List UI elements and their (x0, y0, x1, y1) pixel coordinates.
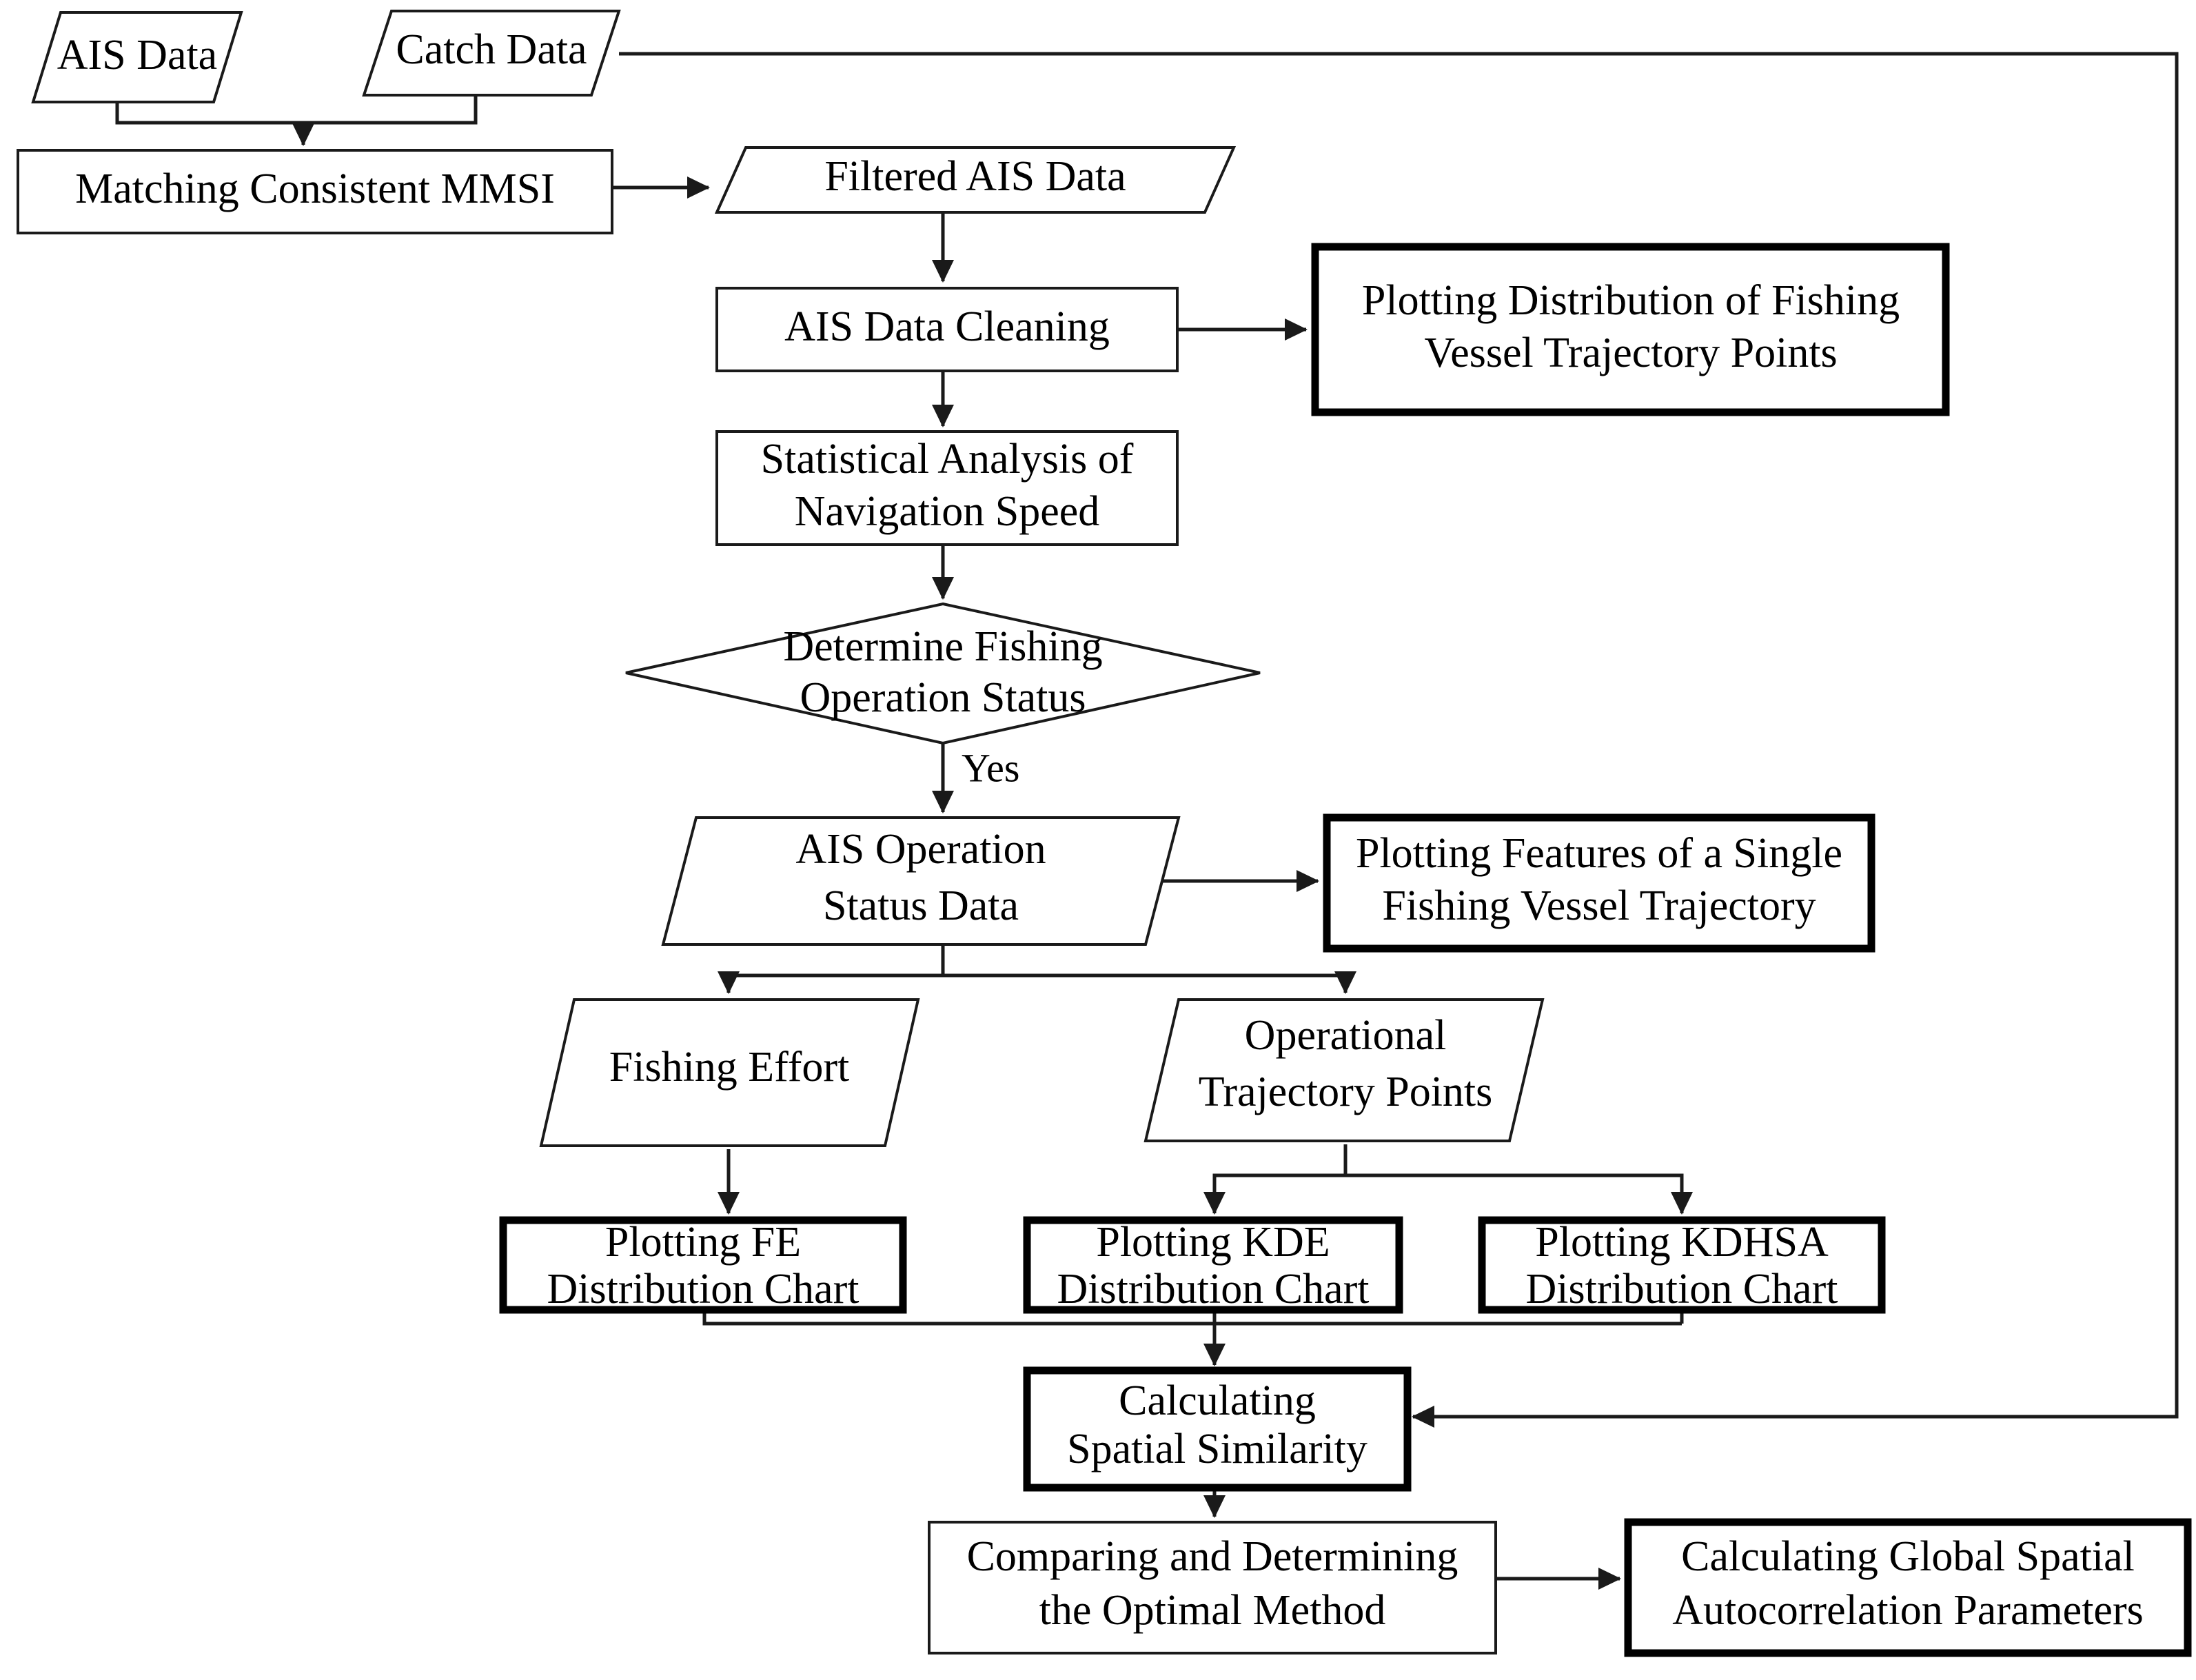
node-filtered-ais-data-label: Filtered AIS Data (824, 153, 1126, 200)
edge-ais-data-to-junction (115, 102, 303, 125)
node-operational-points-line1: Operational (1245, 1012, 1447, 1059)
edge-operational-points-to-kde-chart (1203, 1144, 1348, 1215)
node-statistical-analysis-line2: Navigation Speed (795, 488, 1100, 535)
node-fishing-effort-label: Fishing Effort (609, 1044, 849, 1091)
node-calculating-global-spatial-autocorrelation[interactable]: Calculating Global Spatial Autocorrelati… (1624, 1518, 2192, 1657)
node-spatial-similarity-line2: Spatial Similarity (1067, 1426, 1368, 1472)
node-plotting-distribution-line1: Plotting Distribution of Fishing (1362, 277, 1900, 324)
node-ais-data-cleaning[interactable]: AIS Data Cleaning (715, 287, 1179, 372)
node-spatial-similarity-line1: Calculating (1119, 1377, 1316, 1424)
node-calculating-spatial-similarity[interactable]: Calculating Spatial Similarity (1023, 1366, 1412, 1492)
node-comparing-line2: the Optimal Method (1039, 1587, 1386, 1634)
edge-ais-operation-to-operational-points (943, 971, 1356, 995)
node-comparing-determining-optimal-method[interactable]: Comparing and Determining the Optimal Me… (928, 1521, 1497, 1654)
edge-label-yes: Yes (962, 745, 1019, 790)
node-ais-operation-line2: Status Data (823, 882, 1019, 929)
node-statistical-analysis-line1: Statistical Analysis of (761, 436, 1134, 483)
node-ais-data-cleaning-label: AIS Data Cleaning (784, 303, 1110, 350)
node-global-autocorrelation-line2: Autocorrelation Parameters (1672, 1587, 2143, 1634)
node-ais-operation-status-data[interactable]: AIS Operation Status Data (661, 816, 1181, 946)
node-fe-chart-line2: Distribution Chart (547, 1266, 860, 1313)
node-statistical-analysis-navigation-speed[interactable]: Statistical Analysis of Navigation Speed (715, 430, 1179, 546)
node-ais-data[interactable]: AIS Data (31, 11, 243, 103)
node-operational-trajectory-points[interactable]: Operational Trajectory Points (1143, 998, 1545, 1142)
node-matching-consistent-mmsi-label: Matching Consistent MMSI (75, 165, 555, 212)
edge-operational-points-to-kdhsa-chart (1345, 1173, 1693, 1215)
node-ais-operation-line1: AIS Operation (795, 826, 1046, 873)
node-decision-line2: Operation Status (800, 674, 1086, 721)
node-plotting-features-line2: Fishing Vessel Trajectory (1382, 882, 1816, 929)
node-kde-chart-line2: Distribution Chart (1057, 1266, 1370, 1313)
node-plotting-distribution-trajectory-points[interactable]: Plotting Distribution of Fishing Vessel … (1311, 243, 1950, 416)
edge-catch-data-to-spatial-similarity (619, 52, 2179, 1428)
node-filtered-ais-data[interactable]: Filtered AIS Data (714, 146, 1237, 214)
node-plotting-features-line1: Plotting Features of a Single (1356, 830, 1842, 877)
node-plotting-kdhsa-distribution-chart[interactable]: Plotting KDHSA Distribution Chart (1478, 1216, 1886, 1314)
node-kde-chart-line1: Plotting KDE (1096, 1219, 1330, 1266)
node-kdhsa-chart-line2: Distribution Chart (1526, 1266, 1838, 1313)
node-plotting-kde-distribution-chart[interactable]: Plotting KDE Distribution Chart (1023, 1216, 1403, 1314)
edge-fe-chart-to-merge-bus (702, 1310, 1682, 1326)
edge-catch-data-to-junction (303, 95, 478, 125)
node-fishing-effort[interactable]: Fishing Effort (539, 998, 920, 1147)
node-global-autocorrelation-line1: Calculating Global Spatial (1681, 1533, 2135, 1580)
node-decision-line1: Determine Fishing (783, 623, 1102, 670)
node-plotting-fe-distribution-chart[interactable]: Plotting FE Distribution Chart (499, 1216, 907, 1314)
node-catch-data[interactable]: Catch Data (362, 10, 621, 97)
node-plotting-distribution-line2: Vessel Trajectory Points (1424, 330, 1837, 376)
node-determine-fishing-operation-status[interactable]: Determine Fishing Operation Status Yes (625, 602, 1261, 790)
node-operational-points-line2: Trajectory Points (1199, 1069, 1493, 1115)
edge-ais-operation-to-fishing-effort (718, 944, 945, 995)
node-fe-chart-line1: Plotting FE (605, 1219, 801, 1266)
node-catch-data-label: Catch Data (396, 26, 587, 73)
node-matching-consistent-mmsi[interactable]: Matching Consistent MMSI (17, 149, 613, 234)
node-plotting-features-single-vessel-trajectory[interactable]: Plotting Features of a Single Fishing Ve… (1323, 813, 1875, 953)
node-kdhsa-chart-line1: Plotting KDHSA (1535, 1219, 1829, 1266)
node-comparing-line1: Comparing and Determining (967, 1533, 1458, 1580)
connector-layer (115, 52, 2179, 1590)
node-ais-data-label: AIS Data (57, 32, 217, 79)
